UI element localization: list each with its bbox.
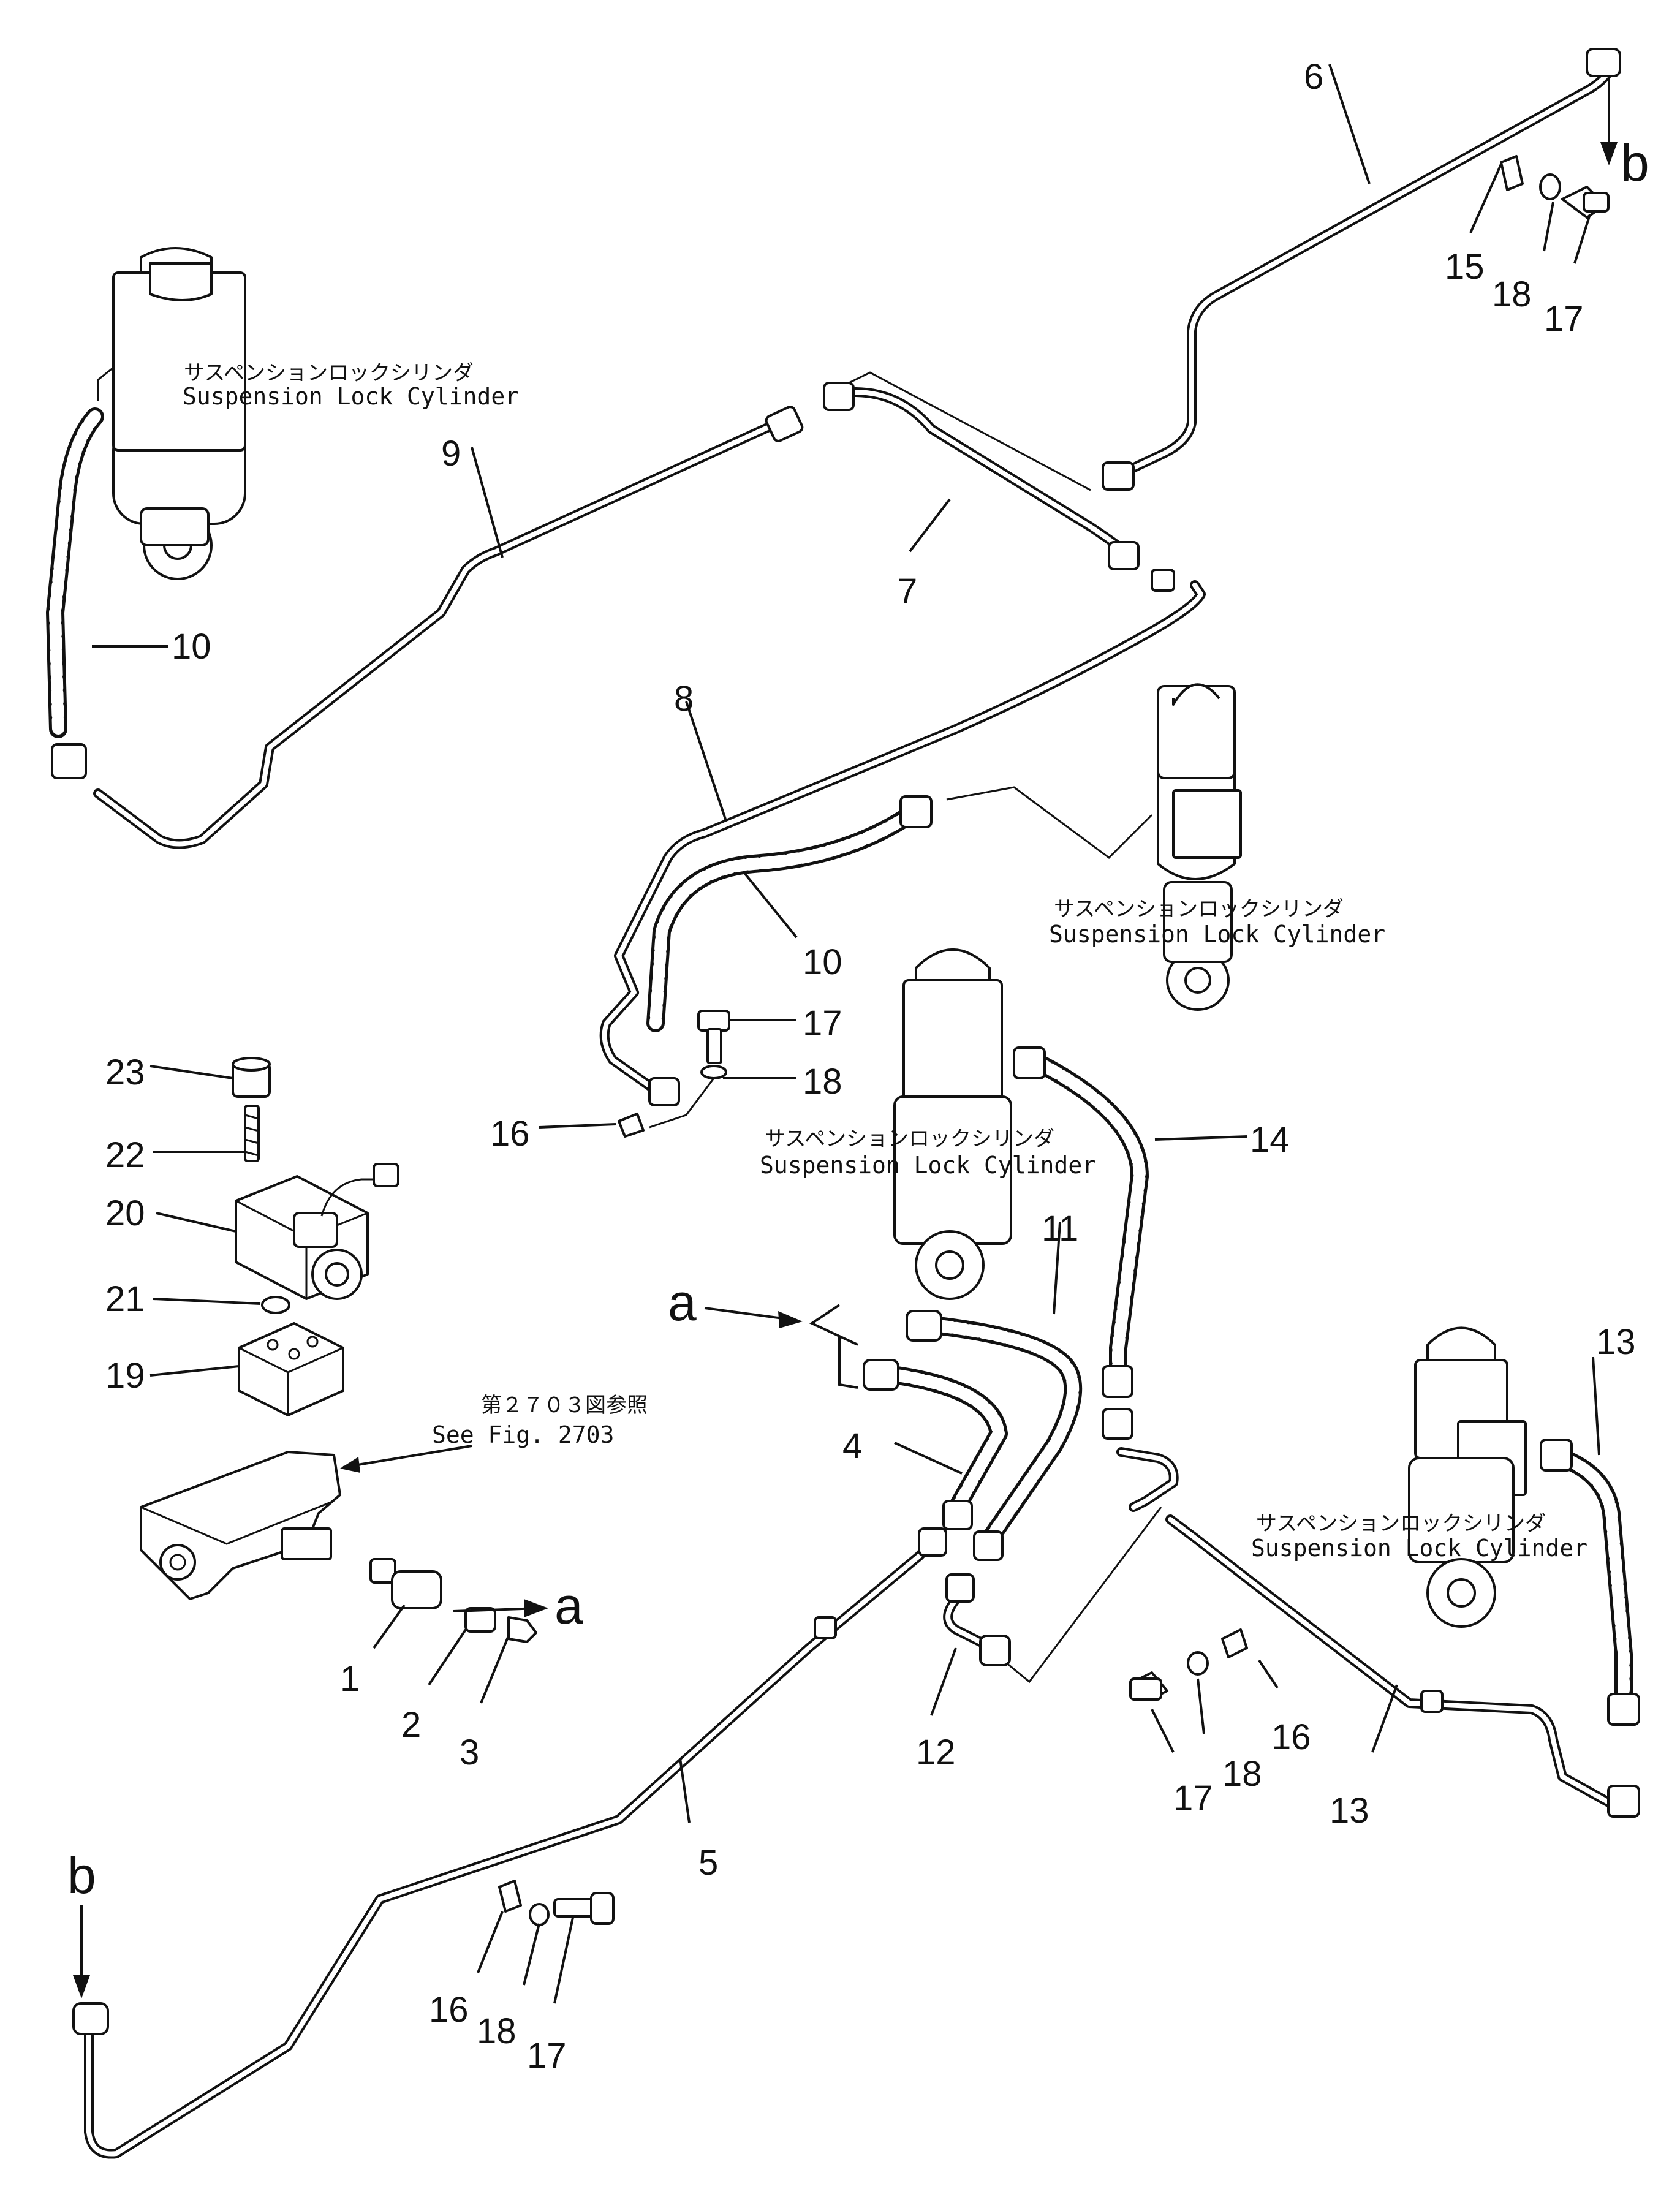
pipe-6 xyxy=(1107,62,1616,483)
arrow-a-right xyxy=(453,1599,548,1617)
label-part-2: 2 xyxy=(401,1705,421,1745)
svg-text:サスペンションロックシリンダ: サスペンションロックシリンダ xyxy=(1256,1511,1546,1536)
hose-11 xyxy=(907,1314,1083,1553)
pipe-7 xyxy=(830,371,1126,553)
solenoid-valve-20 xyxy=(235,1163,399,1300)
block-19 xyxy=(238,1322,344,1416)
suspension-lock-cylinder-4 xyxy=(1408,1326,1527,1628)
suspension-lock-cylinder-2 xyxy=(1157,683,1242,1011)
label-part-18-right: 18 xyxy=(1222,1754,1262,1794)
label-part-6: 6 xyxy=(1304,57,1323,97)
fittings-1-2-3 xyxy=(369,1558,537,1643)
svg-text:Suspension Lock Cylinder: Suspension Lock Cylinder xyxy=(760,1152,1096,1179)
svg-text:Suspension Lock Cylinder: Suspension Lock Cylinder xyxy=(183,383,519,410)
cap-23 xyxy=(232,1057,271,1098)
hardware-right xyxy=(1129,1628,1248,1701)
hose-10-center xyxy=(646,806,919,1032)
svg-text:サスペンションロックシリンダ: サスペンションロックシリンダ xyxy=(184,361,474,385)
label-part-1: 1 xyxy=(340,1659,360,1699)
label-part-17-center: 17 xyxy=(803,1004,842,1043)
svg-text:第２７０３図参照: 第２７０３図参照 xyxy=(481,1393,648,1418)
label-part-18-center: 18 xyxy=(803,1062,842,1102)
label-part-16-center: 16 xyxy=(490,1114,530,1154)
label-part-21: 21 xyxy=(105,1279,145,1319)
suspension-lock-cylinder-1 xyxy=(97,247,246,580)
fittings xyxy=(51,48,1640,2035)
hardware-top-right xyxy=(1500,155,1610,219)
label-part-15: 14 xyxy=(1250,1120,1290,1160)
reference-arrow xyxy=(340,1445,472,1473)
arrow-b-bottom xyxy=(73,1905,90,1998)
label-part-13: 13 xyxy=(1330,1791,1369,1831)
arrow-a-left xyxy=(704,1307,803,1328)
label-part-5: 5 xyxy=(698,1843,718,1883)
cylinder-label-2: サスペンションロックシリンダ Suspension Lock Cylinder xyxy=(1049,897,1385,948)
arrow-b-top xyxy=(1600,77,1618,165)
label-part-9: 9 xyxy=(441,434,461,474)
label-part-18-top: 18 xyxy=(1492,274,1532,314)
o-ring-21 xyxy=(261,1296,290,1314)
label-part-17-bottom: 17 xyxy=(527,2036,567,2076)
manifold-block xyxy=(140,1451,341,1600)
label-part-16-bottom: 16 xyxy=(429,1990,469,2030)
connector-line xyxy=(995,1507,1162,1684)
label-part-7: 7 xyxy=(898,572,917,611)
label-part-18-bottom: 18 xyxy=(477,2011,516,2051)
label-part-17-right: 17 xyxy=(1173,1779,1213,1818)
connection-letters: a a b b xyxy=(67,134,1649,1904)
label-part-12: 12 xyxy=(916,1733,956,1772)
label-part-4: 4 xyxy=(842,1426,862,1466)
suspension-lock-cylinder-3 xyxy=(893,948,1012,1300)
label-part-17-top: 17 xyxy=(1544,299,1584,339)
part-number-labels: 6 7 9 8 10 10 17 18 16 14 11 13 4 12 13 … xyxy=(105,57,1636,2076)
stud-22 xyxy=(244,1105,260,1162)
label-part-16-top: 15 xyxy=(1445,247,1485,287)
reference-label: 第２７０３図参照 See Fig. 2703 xyxy=(432,1393,648,1448)
letter-a-left: a xyxy=(668,1274,697,1331)
svg-text:Suspension Lock Cylinder: Suspension Lock Cylinder xyxy=(1251,1535,1587,1562)
svg-text:サスペンションロックシリンダ: サスペンションロックシリンダ xyxy=(1054,897,1344,921)
hardware-bottom xyxy=(498,1880,615,1926)
label-part-14: 13 xyxy=(1596,1322,1636,1362)
label-part-16-right: 16 xyxy=(1271,1717,1311,1757)
label-part-10-center: 10 xyxy=(803,942,842,982)
hose-10-left xyxy=(46,407,104,738)
label-part-10-left: 10 xyxy=(172,627,211,667)
label-part-23: 23 xyxy=(105,1053,145,1092)
label-part-8: 8 xyxy=(674,679,694,719)
pipe-9 xyxy=(93,418,783,849)
label-part-11: 11 xyxy=(1042,1209,1078,1249)
connector-line xyxy=(946,786,1153,859)
hose-14 xyxy=(1544,1446,1633,1706)
cylinder-label-1: サスペンションロックシリンダ Suspension Lock Cylinder xyxy=(183,361,519,410)
hose-4 xyxy=(864,1363,1008,1513)
letter-b-bottom: b xyxy=(67,1847,96,1904)
cylinder-label-4: サスペンションロックシリンダ Suspension Lock Cylinder xyxy=(1251,1511,1587,1562)
cylinder-label-3: サスペンションロックシリンダ Suspension Lock Cylinder xyxy=(760,1127,1096,1179)
svg-text:Suspension Lock Cylinder: Suspension Lock Cylinder xyxy=(1049,921,1385,948)
label-part-3: 3 xyxy=(460,1733,479,1772)
letter-a-right: a xyxy=(554,1577,583,1635)
pipe-13 xyxy=(1116,1447,1622,1812)
svg-text:サスペンションロックシリンダ: サスペンションロックシリンダ xyxy=(765,1127,1054,1151)
label-part-22: 22 xyxy=(105,1135,145,1175)
label-part-20: 20 xyxy=(105,1193,145,1233)
letter-b-top: b xyxy=(1621,134,1649,192)
label-part-19: 19 xyxy=(105,1356,145,1396)
pipe-8 xyxy=(599,580,1206,1102)
hose-15 xyxy=(1029,1054,1149,1382)
svg-text:See Fig. 2703: See Fig. 2703 xyxy=(432,1421,614,1448)
leader-lines xyxy=(92,64,1600,2004)
